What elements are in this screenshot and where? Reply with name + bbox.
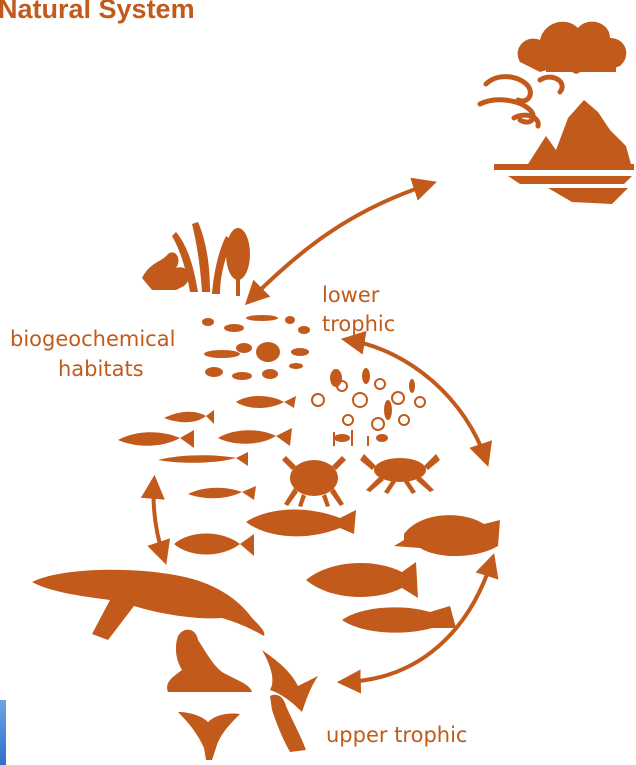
wind-swirl-icon bbox=[480, 77, 562, 126]
cod-icon bbox=[246, 509, 356, 536]
plankton-cluster-icon bbox=[202, 315, 310, 380]
habitats-label: habitats bbox=[58, 356, 144, 382]
trophic-label: trophic bbox=[322, 311, 395, 337]
slide-accent-strip bbox=[0, 700, 6, 765]
seaweed-icon bbox=[142, 222, 250, 296]
whale-icon bbox=[32, 570, 264, 640]
flatfish-icon bbox=[174, 534, 254, 557]
arrow-icon bbox=[153, 482, 164, 558]
small-fish-icon bbox=[118, 396, 296, 500]
zooplankton-icon bbox=[312, 379, 425, 446]
salmon-icon bbox=[306, 562, 418, 598]
zooplankton-icon bbox=[330, 368, 415, 442]
seabird-icon bbox=[262, 650, 318, 712]
flatfish-icon bbox=[394, 515, 500, 556]
cod-icon bbox=[342, 606, 456, 633]
biogeochemical-label: biogeochemical bbox=[10, 326, 175, 352]
crab-icon bbox=[360, 454, 440, 494]
lower-label: lower bbox=[322, 282, 379, 308]
upper-trophic-label: upper trophic bbox=[326, 722, 467, 748]
sea-lion-icon bbox=[167, 630, 252, 692]
cormorant-icon bbox=[178, 712, 240, 760]
cloud-storm-icon bbox=[518, 22, 627, 74]
crab-icon bbox=[282, 456, 346, 507]
